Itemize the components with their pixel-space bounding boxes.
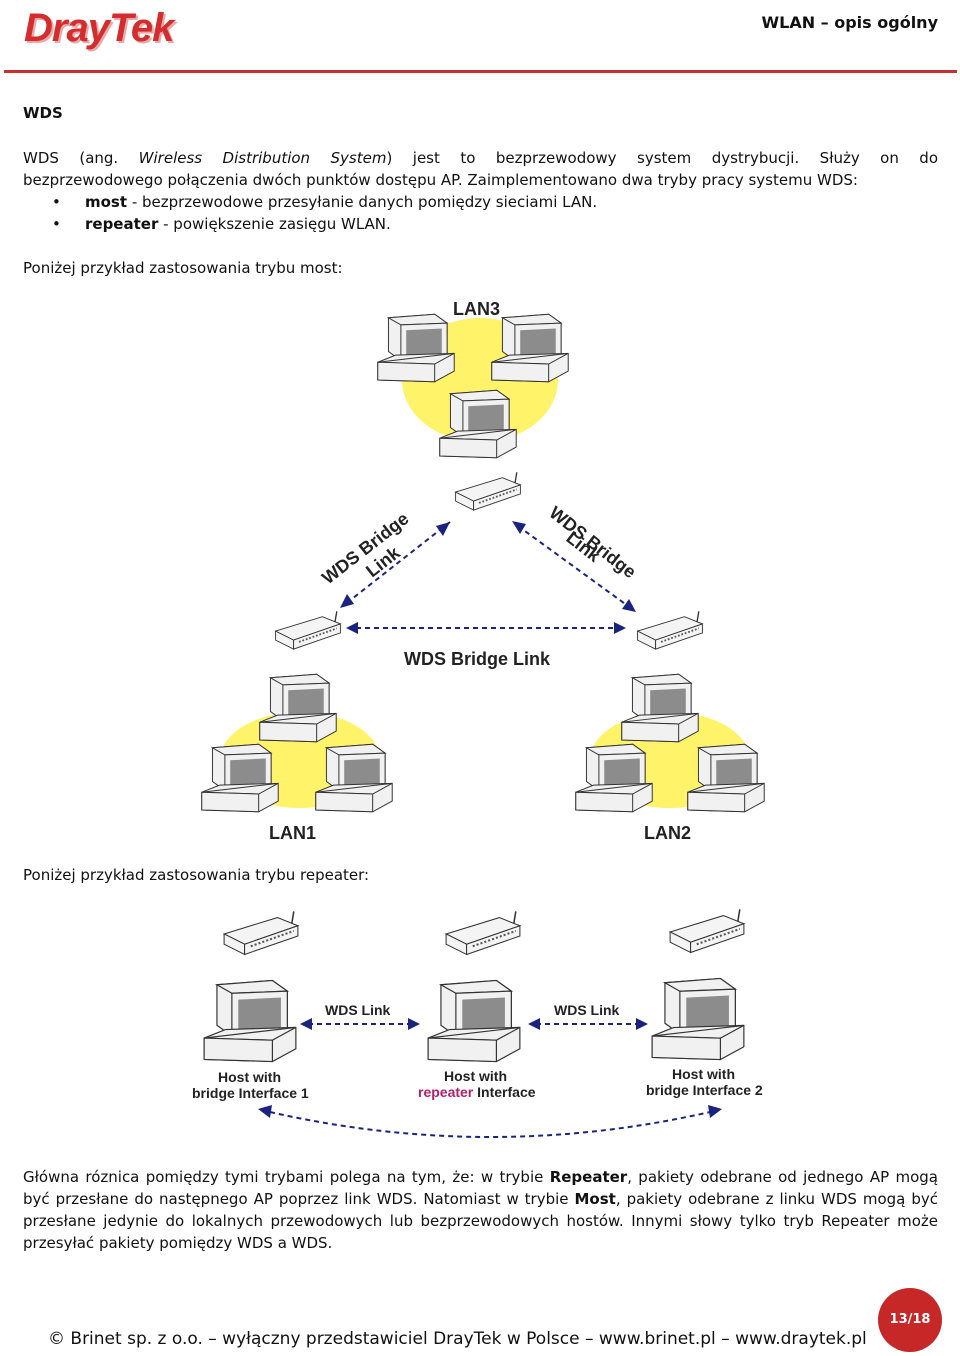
repeater-mode-diagram: WDS Link WDS Link Host with bridge Inter…	[192, 908, 763, 1138]
access-point-icon	[445, 910, 521, 956]
page-number-badge: 13/18	[878, 1288, 942, 1352]
computer-icon	[377, 313, 455, 383]
section-title: WDS	[23, 104, 63, 122]
intro-line-1: WDS (ang. Wireless Distribution System) …	[23, 149, 939, 167]
access-point-icon	[636, 610, 704, 651]
wds-bridge-link-bottom-label: WDS Bridge Link	[404, 649, 551, 669]
arrowhead	[346, 622, 358, 634]
access-point-icon	[274, 610, 342, 651]
wds-bridge-link-right	[517, 525, 629, 607]
repeater-end-to-end-link	[269, 1111, 711, 1138]
wds-bridge-link-left	[347, 521, 451, 603]
computer-icon	[201, 743, 279, 813]
access-point-icon	[454, 472, 522, 512]
arrowhead	[258, 1105, 272, 1118]
wds-link-left-label: WDS Link	[325, 1002, 391, 1018]
host1-label-2: bridge Interface 1	[192, 1085, 309, 1101]
arrowhead	[708, 1105, 722, 1118]
summary-paragraph: Główna róznica pomiędzy tymi trybami pol…	[23, 1168, 938, 1252]
header-divider	[4, 70, 957, 73]
lan1-label: LAN1	[269, 823, 316, 843]
computer-icon	[687, 743, 765, 813]
intro-line-2: bezprzewodowego połączenia dwóch punktów…	[23, 171, 858, 189]
host1-label-1: Host with	[218, 1069, 281, 1085]
repeater-caption: Poniżej przykład zastosowania trybu repe…	[23, 866, 370, 884]
intro-italic-term: Wireless Distribution System	[138, 149, 387, 167]
lan2-label: LAN2	[644, 823, 691, 843]
term-repeater: Repeater	[549, 1168, 628, 1186]
access-point-icon	[223, 910, 299, 956]
arrowhead	[512, 521, 526, 534]
arrowhead	[300, 1018, 312, 1030]
term-most: Most	[574, 1190, 616, 1208]
bullet-dot: •	[52, 193, 61, 211]
draytek-logo: DrayTek	[24, 6, 174, 50]
computer-icon	[203, 979, 297, 1063]
computer-icon	[439, 389, 517, 459]
computer-icon	[491, 313, 569, 383]
header-title: WLAN – opis ogólny	[761, 13, 938, 32]
arrowhead	[408, 1018, 420, 1030]
host2-label-2: repeater Interface	[418, 1084, 536, 1100]
arrowhead	[614, 622, 626, 634]
lan3-label: LAN3	[453, 299, 500, 319]
host3-label-2: bridge Interface 2	[646, 1082, 763, 1098]
wds-link-right-label: WDS Link	[554, 1002, 620, 1018]
computer-icon	[621, 673, 699, 743]
host2-label-1: Host with	[444, 1068, 507, 1084]
computer-icon	[575, 743, 653, 813]
computer-icon	[259, 673, 337, 743]
arrowhead	[340, 594, 354, 608]
computer-icon	[427, 979, 521, 1063]
arrowhead	[436, 522, 450, 536]
footer-copyright: © Brinet sp. z o.o. – wyłączny przedstaw…	[48, 1329, 867, 1349]
computer-icon	[651, 977, 745, 1061]
access-point-icon	[669, 908, 745, 954]
arrowhead	[636, 1018, 648, 1030]
arrowhead	[622, 599, 636, 612]
host3-label-1: Host with	[672, 1066, 735, 1082]
bridge-mode-diagram: LAN3 WDS Bridge Link WDS Bridge Link WDS…	[201, 299, 765, 843]
wds-bridge-link-left-label: WDS Bridge	[318, 508, 412, 588]
bullet-dot: •	[52, 215, 61, 233]
arrowhead	[528, 1018, 540, 1030]
bridge-caption: Poniżej przykład zastosowania trybu most…	[23, 259, 343, 277]
computer-icon	[315, 743, 393, 813]
